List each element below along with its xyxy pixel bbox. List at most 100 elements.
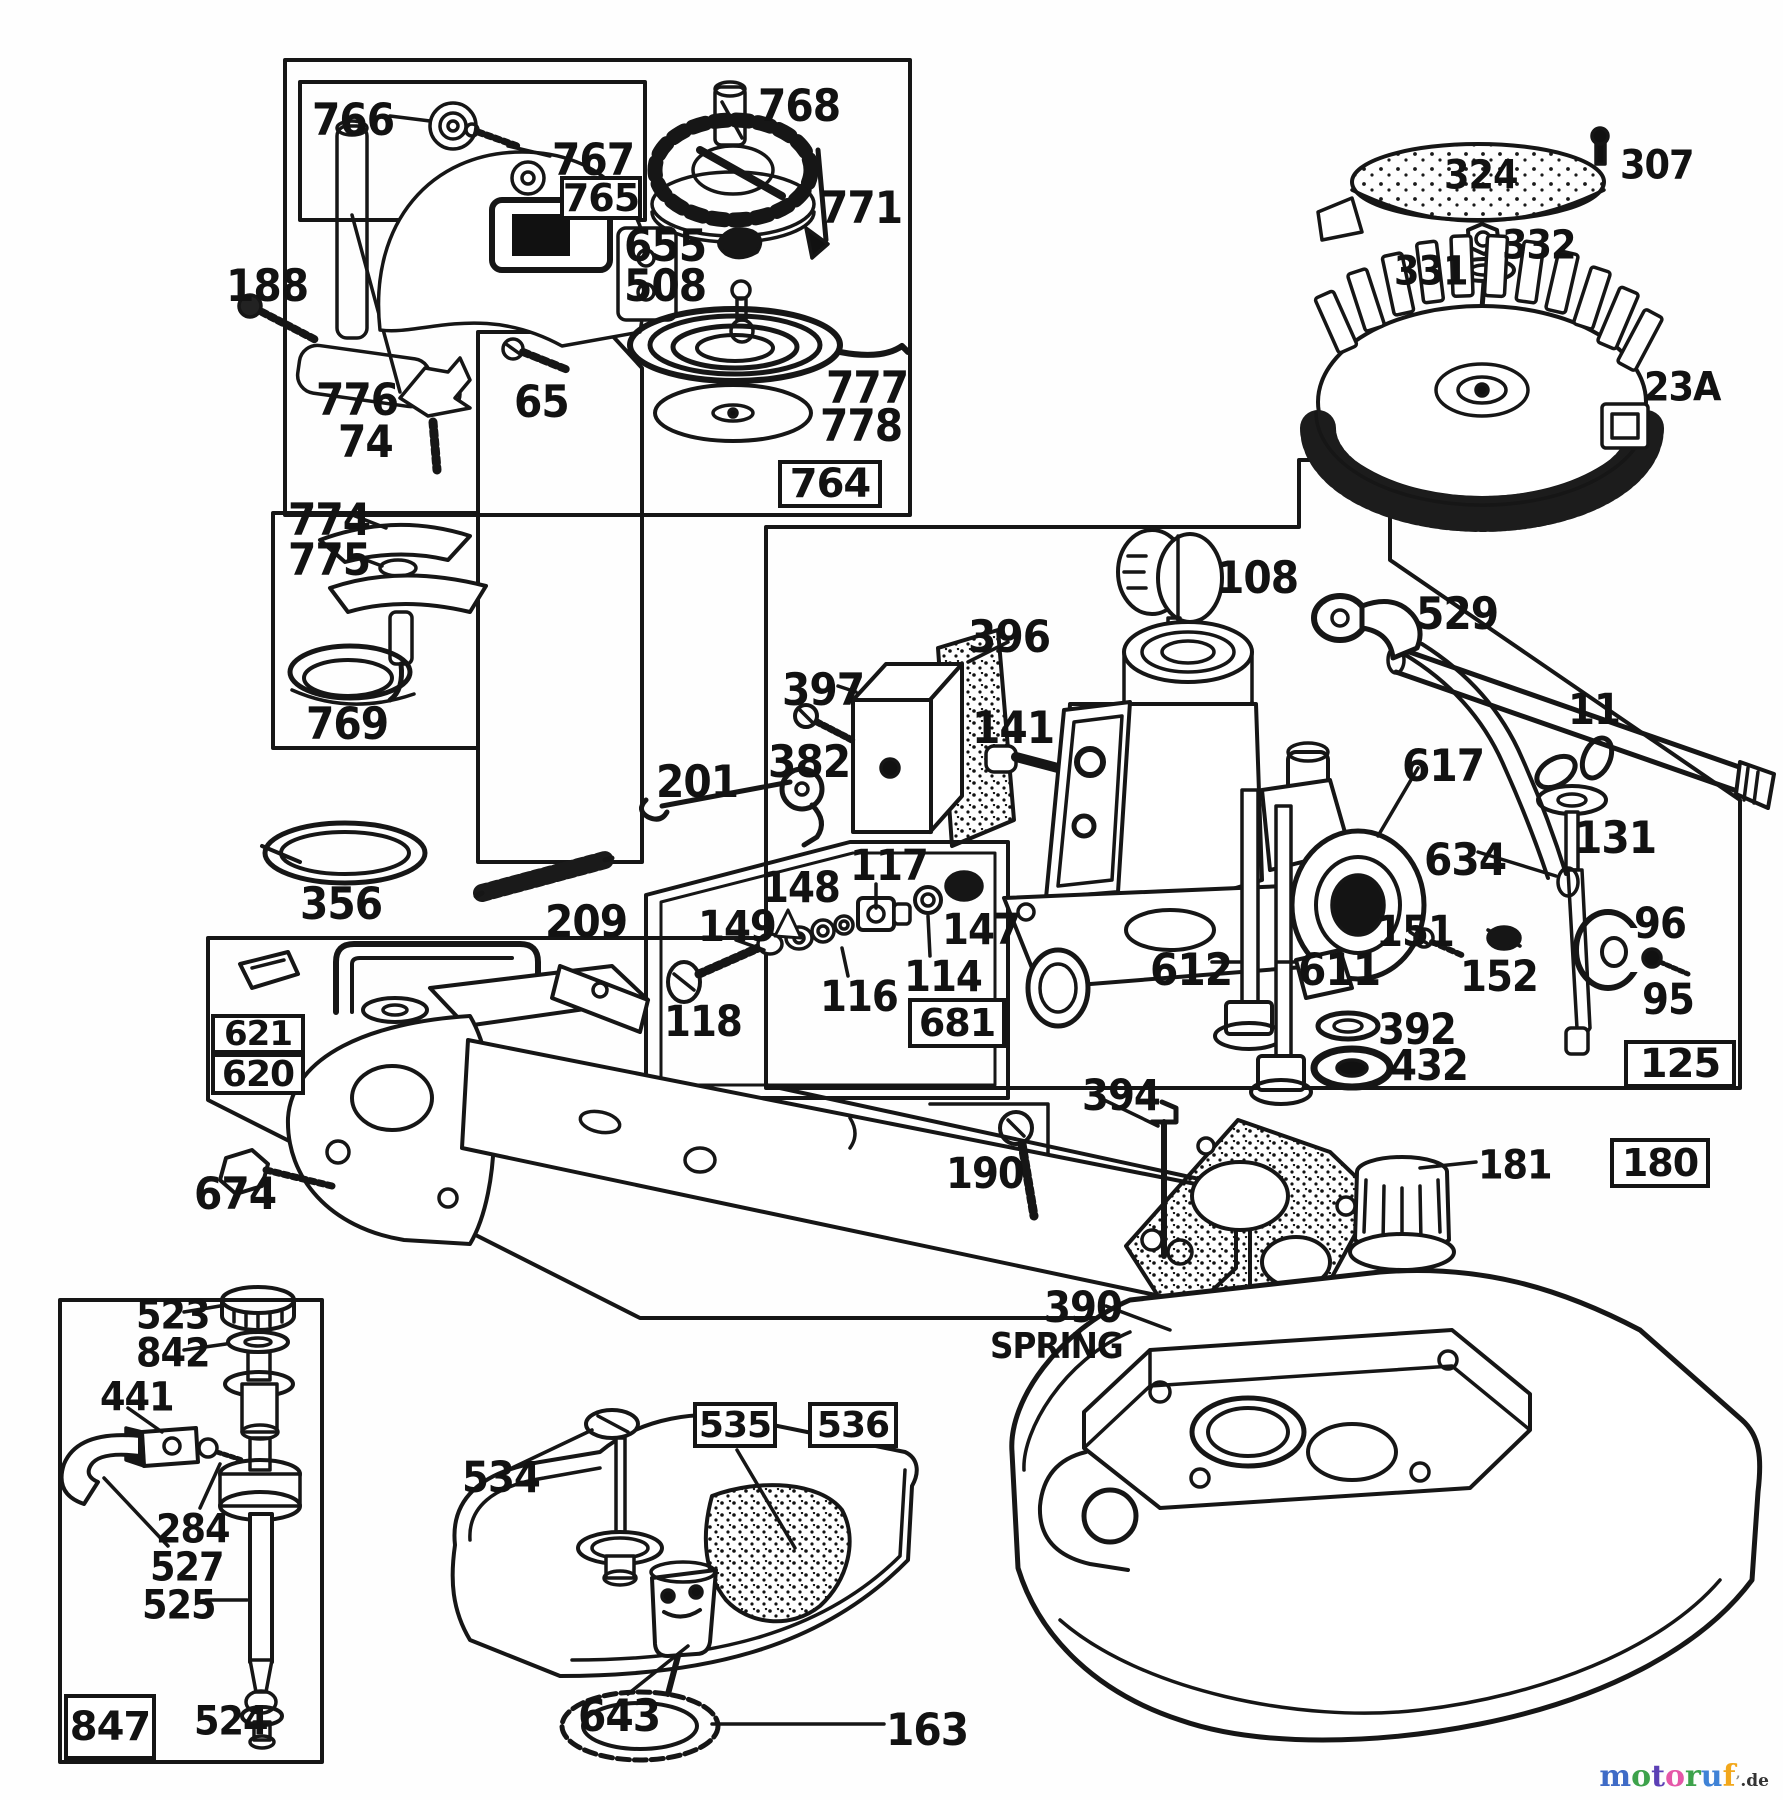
elbow-529 [1311, 593, 1580, 898]
bracket-620 [238, 941, 1238, 1306]
part-label-508: 508 [624, 260, 707, 313]
part-label-674: 674 [194, 1168, 277, 1221]
part-label-525: 525 [142, 1582, 217, 1629]
part-label-396: 396 [968, 611, 1051, 664]
part-label-151: 151 [1376, 906, 1455, 956]
logo-letter: t [1651, 1759, 1665, 1794]
screw-65 [501, 337, 572, 374]
part-label-74: 74 [338, 416, 394, 469]
part-label-209: 209 [545, 896, 628, 949]
part-label-96: 96 [1634, 898, 1687, 948]
part-label-108: 108 [1216, 552, 1299, 605]
part-label-766: 766 [312, 94, 395, 147]
screw-188 [237, 293, 320, 344]
part-label-611: 611 [1298, 944, 1381, 997]
part-label-534: 534 [462, 1452, 541, 1502]
box-label-764: 764 [778, 460, 882, 508]
part-label-131: 131 [1574, 812, 1657, 865]
spring-209 [473, 851, 615, 902]
flywheel-23A [1300, 233, 1664, 532]
part-label-774: 774 [288, 494, 371, 547]
studs-and-washers [1210, 788, 1394, 1106]
part-label-390: 390 [1044, 1282, 1123, 1332]
part-label-769: 769 [306, 698, 389, 751]
part-label-634: 634 [1424, 834, 1507, 887]
box-847-outline [58, 1298, 324, 1764]
starter-housing [295, 101, 678, 412]
part-label-771: 771 [820, 182, 903, 235]
box-label-621: 621 [211, 1014, 305, 1054]
part-label-114: 114 [904, 951, 983, 1001]
box-label-620: 620 [211, 1053, 305, 1095]
part-label-394: 394 [1082, 1070, 1161, 1120]
fuel-tank-180 [1009, 1155, 1763, 1743]
part-label-776: 776 [316, 374, 399, 427]
primer-774-775-769 [287, 522, 488, 706]
part-label-23A: 23A [1644, 364, 1721, 411]
part-label-777: 777 [826, 362, 909, 415]
part-label-141: 141 [972, 702, 1055, 755]
part-label-392: 392 [1378, 1004, 1457, 1054]
part-label-95: 95 [1642, 974, 1695, 1024]
part-label-524: 524 [194, 1698, 269, 1745]
tank-top-536 [450, 1408, 919, 1763]
part-label-181: 181 [1478, 1142, 1553, 1189]
logo-apostrophe: ’ [1735, 1774, 1741, 1790]
part-label-356: 356 [300, 878, 383, 931]
part-label-643: 643 [578, 1690, 661, 1743]
logo-letter: m [1599, 1759, 1632, 1794]
rotating-screen-324 [1316, 126, 1610, 242]
part-label-147: 147 [942, 904, 1021, 954]
bolt-674 [218, 1148, 336, 1196]
kit-681-parts [666, 870, 984, 1004]
part-label-11: 11 [1568, 684, 1621, 734]
part-label-190: 190 [946, 1148, 1025, 1198]
part-label-188: 188 [226, 260, 309, 313]
starter-spring-777 [627, 306, 911, 384]
part-label-523: 523 [136, 1292, 211, 1339]
box-label-765: 765 [560, 176, 642, 220]
part-label-441: 441 [100, 1374, 175, 1421]
box-label-536: 536 [808, 1402, 898, 1448]
oring-356 [260, 820, 428, 886]
box-681-outline [644, 840, 1010, 1100]
logo-letter: f [1722, 1759, 1736, 1794]
part-label-768: 768 [758, 80, 841, 133]
part-label-655: 655 [624, 220, 707, 273]
box-label-180: 180 [1610, 1138, 1710, 1188]
logo-letter: u [1700, 1759, 1723, 1794]
motoruf-logo-text: motoruf [1599, 1759, 1735, 1794]
pawl-776-spring-74 [398, 356, 472, 475]
needle-and-clips [1413, 735, 1691, 1056]
part-label-324: 324 [1444, 152, 1519, 199]
part-label-117: 117 [850, 840, 929, 890]
part-label-617: 617 [1402, 740, 1485, 793]
part-label-842: 842 [136, 1330, 211, 1377]
part-label-307: 307 [1620, 142, 1695, 189]
part-label-332: 332 [1502, 222, 1577, 269]
logo-letter: o [1664, 1759, 1685, 1794]
leader-lines [102, 114, 1558, 1726]
logo-letter: o [1631, 1759, 1652, 1794]
logo-letter: r [1684, 1759, 1701, 1794]
part-label-SPRING: SPRING [990, 1324, 1124, 1368]
part-label-116: 116 [820, 971, 899, 1021]
part-label-382: 382 [768, 736, 851, 789]
part-label-118: 118 [664, 996, 743, 1046]
link-201 [639, 766, 825, 848]
part-label-529: 529 [1416, 588, 1499, 641]
logo-suffix: .de [1740, 1771, 1769, 1791]
box-label-681: 681 [908, 998, 1006, 1048]
part-label-163: 163 [886, 1704, 969, 1757]
box-label-535: 535 [693, 1402, 777, 1448]
starter-clutch-768 [647, 80, 830, 344]
part-label-148: 148 [762, 862, 841, 912]
box-125-outline [764, 458, 1742, 1090]
part-label-152: 152 [1460, 951, 1539, 1001]
part-label-775: 775 [288, 534, 371, 587]
part-label-284: 284 [156, 1506, 231, 1553]
box-label-847: 847 [64, 1694, 156, 1760]
